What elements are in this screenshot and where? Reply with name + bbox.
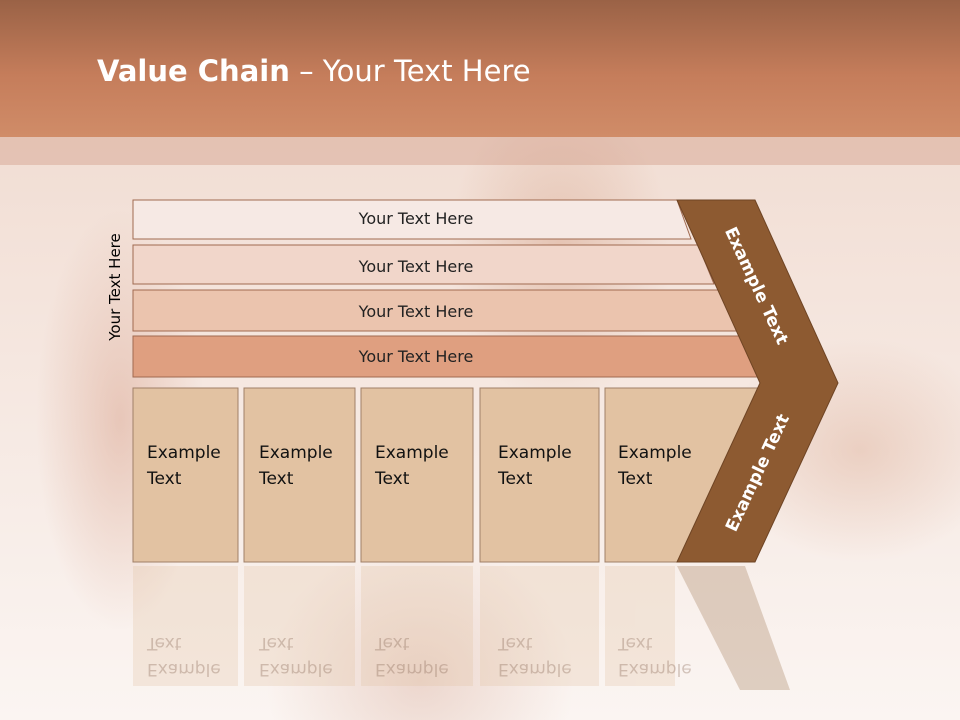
bar-3-label: Your Text Here [358, 302, 474, 321]
cell-4 [479, 387, 600, 563]
cell-3-reflection: Example Text [375, 630, 449, 682]
cell-4-refl-line2: Text [498, 633, 533, 653]
cell-3-line2: Text [375, 469, 410, 489]
cell-3-refl-line2: Text [375, 633, 410, 653]
chevron-reflection [677, 566, 790, 690]
cell-4-line2: Text [498, 469, 533, 489]
cell-1-line2: Text [147, 469, 182, 489]
bar-1-label: Your Text Here [358, 209, 474, 228]
cell-4-line1: Example [498, 443, 572, 463]
bar-4-label: Your Text Here [358, 347, 474, 366]
cell-1-refl-line1: Example [147, 659, 221, 679]
cell-3-line1: Example [375, 443, 449, 463]
cell-2-reflection: Example Text [259, 630, 333, 682]
chevron-shape [676, 199, 839, 563]
cell-5-refl-line1: Example [618, 659, 692, 679]
cell-reflections [133, 566, 675, 686]
header-band [0, 0, 960, 137]
bar-1 [132, 199, 692, 240]
cell-3-refl-line1: Example [375, 659, 449, 679]
cell-4-refl-line1: Example [498, 659, 572, 679]
cell-2-refl-line2: Text [259, 633, 294, 653]
cell-1-reflection: Example Text [147, 630, 221, 682]
title-bold: Value Chain [97, 54, 290, 88]
cell-2-line2: Text [259, 469, 294, 489]
cell-5-line2: Text [618, 469, 653, 489]
cell-1-line1: Example [147, 443, 221, 463]
cell-1 [132, 387, 239, 563]
title-rest: – Your Text Here [289, 54, 531, 88]
slide-title: Value Chain – Your Text Here [97, 54, 531, 88]
cell-5-refl-line2: Text [618, 633, 653, 653]
cell-4-reflection: Example Text [498, 630, 572, 682]
cell-2 [243, 387, 356, 563]
cell-5-line1: Example [618, 443, 692, 463]
cell-5-reflection: Example Text [618, 630, 692, 682]
cell-2-refl-line1: Example [259, 659, 333, 679]
cell-2-line1: Example [259, 443, 333, 463]
bar-2 [132, 244, 715, 285]
cell-1-refl-line2: Text [147, 633, 182, 653]
bar-2-label: Your Text Here [358, 257, 474, 276]
header-strip [0, 137, 960, 165]
cell-3 [360, 387, 474, 563]
